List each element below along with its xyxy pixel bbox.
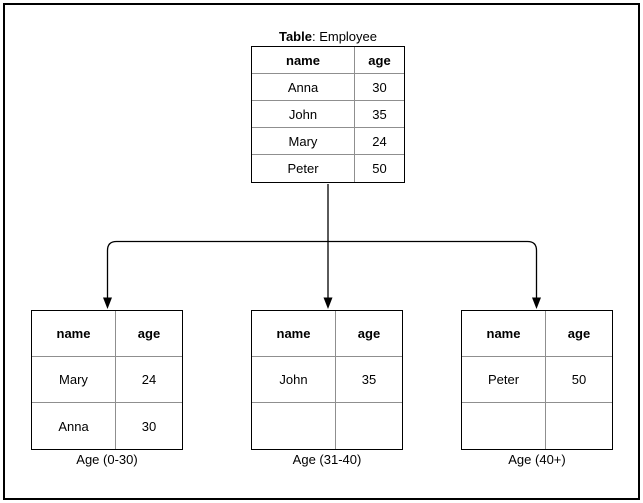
table-cell: 24 (355, 128, 404, 155)
source-table-title-prefix: Table (278, 29, 312, 44)
arrowheads (103, 297, 541, 309)
table-cell: 24 (116, 357, 182, 403)
table-cell: 35 (355, 101, 404, 128)
table-cell: John (252, 101, 355, 128)
table-cell (252, 403, 336, 449)
connector-right-line (328, 240, 538, 298)
table-header-cell: age (546, 311, 612, 357)
table-cell: 50 (372, 161, 387, 176)
employee-table: name age Anna 30 John 35 Mary 24 Peter 5… (251, 46, 405, 183)
table-header-cell: name (252, 47, 355, 74)
table-header-cell: name (32, 311, 116, 357)
table-header-cell: name (252, 311, 336, 357)
table-cell: 50 (546, 357, 612, 403)
source-table-title: Table: Employee (178, 28, 478, 45)
partition-caption-age-31-40: Age (31-40) (292, 452, 362, 467)
table-cell: John (252, 357, 336, 403)
table-cell: Anna (32, 403, 116, 449)
table-cell: 30 (141, 418, 157, 434)
table-header-cell: age (355, 47, 404, 74)
table-header-cell: name (462, 311, 546, 357)
table-cell: Mary (252, 128, 355, 155)
table-header-cell: age (116, 311, 182, 357)
partition-table-age-31-40: name age John 35 (251, 310, 403, 450)
table-cell (546, 403, 612, 449)
table-cell: 30 (355, 74, 404, 101)
table-cell: Peter (252, 155, 355, 182)
partition-table-age-40-plus: name age Peter 50 (461, 310, 613, 450)
connector-left-line (106, 240, 328, 298)
arrowhead-right-icon (532, 297, 541, 309)
partition-caption-age-40-plus: Age (40+) (508, 452, 566, 467)
table-cell: Peter (462, 357, 546, 403)
table-header-cell: age (336, 311, 402, 357)
table-cell: Mary (32, 357, 116, 403)
source-table-title-suffix: : Employee (311, 29, 378, 44)
arrowhead-left-icon (103, 297, 112, 309)
arrowhead-center-icon (323, 297, 333, 309)
table-cell (336, 403, 402, 449)
connector-lines (106, 184, 538, 298)
partition-table-age-0-30: name age Mary 24 Anna 30 (31, 310, 183, 450)
table-cell: 35 (336, 357, 402, 403)
table-cell (462, 403, 546, 449)
table-cell: Anna (252, 74, 355, 101)
partition-caption-age-0-30: Age (0-30) (76, 452, 138, 467)
